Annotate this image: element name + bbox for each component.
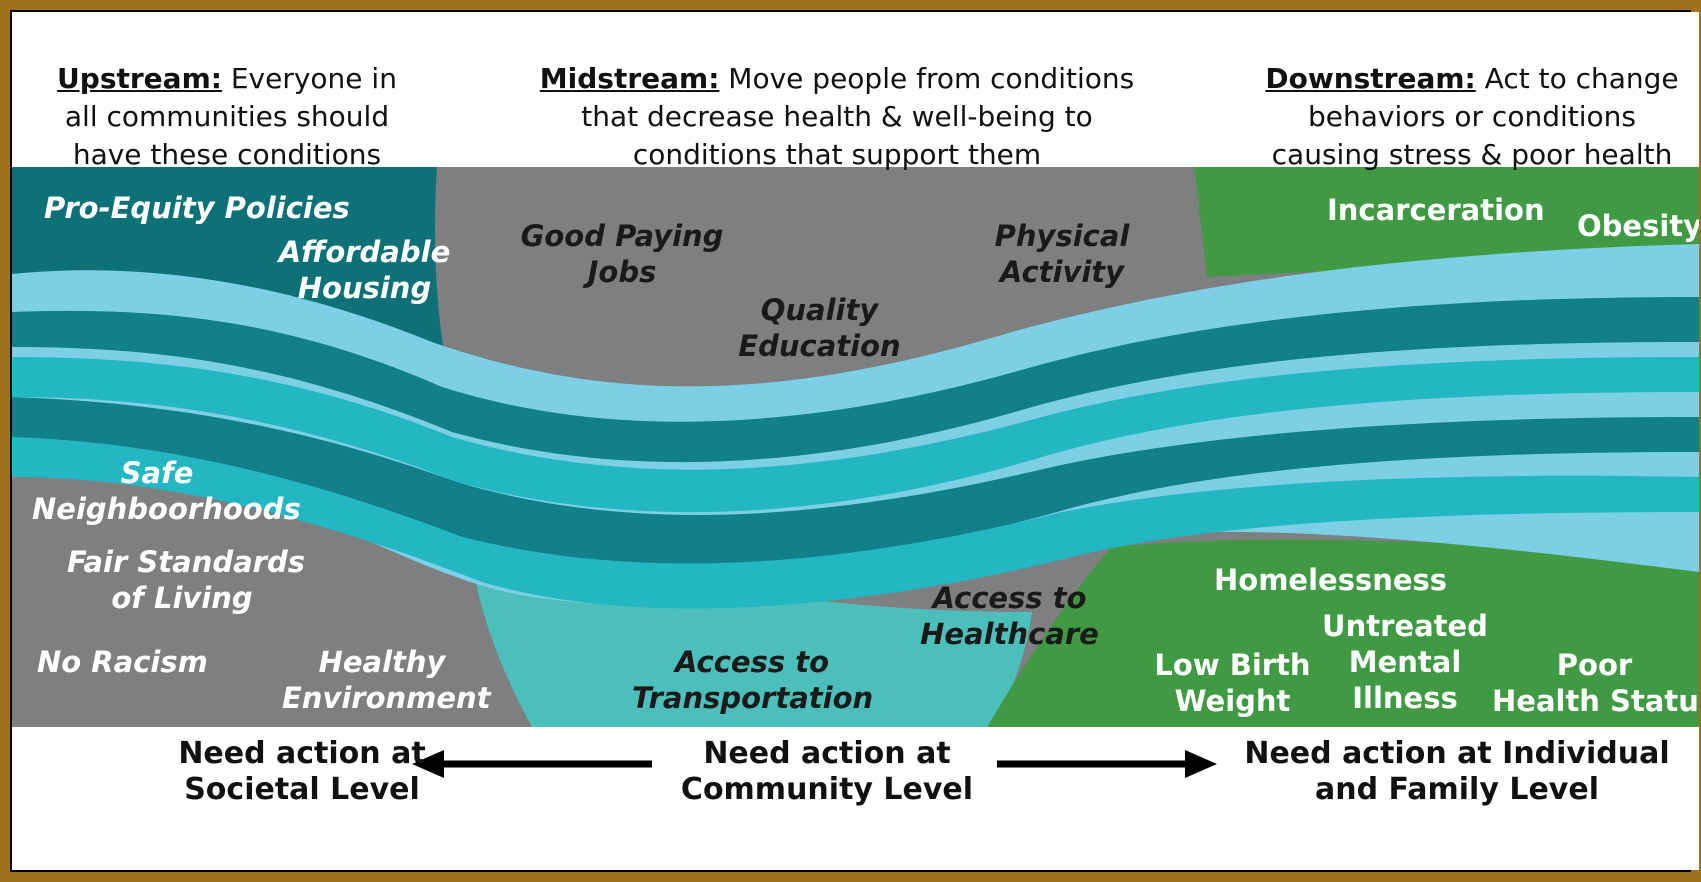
label-line: Mental <box>1348 645 1462 679</box>
label-healthy-environment: Healthy Environment <box>282 644 491 716</box>
label-line: Quality <box>760 293 879 327</box>
label-line: Illness <box>1352 681 1458 715</box>
label-homelessness: Homelessness <box>1214 563 1448 597</box>
upstream-header: Upstream: Everyone in all communities sh… <box>47 60 407 174</box>
river-band-mid-1 <box>12 357 1699 513</box>
label-untreated-mental-illness: Untreated Mental Illness <box>1320 608 1490 716</box>
midstream-line3: conditions that support them <box>632 138 1042 171</box>
label-line: Good Paying <box>520 219 724 253</box>
arrow-right-icon <box>1185 750 1217 778</box>
label-line: of Living <box>111 581 253 615</box>
footer-societal-level: Need action at Societal Level <box>167 736 437 808</box>
river-band-dark-2 <box>12 397 1699 565</box>
label-line: Healthcare <box>920 617 1099 651</box>
downstream-header: Downstream: Act to change behaviors or c… <box>1257 60 1687 174</box>
label-line: Environment <box>282 681 491 715</box>
river-diagram <box>12 12 1699 870</box>
diagram-canvas: Upstream: Everyone in all communities sh… <box>12 12 1699 870</box>
downstream-key: Downstream: <box>1265 62 1476 95</box>
label-line: Transportation <box>632 681 874 715</box>
label-low-birth-weight: Low Birth Weight <box>1150 647 1315 719</box>
label-fair-standards: Fair Standards of Living <box>67 544 306 616</box>
footer-line: and Family Level <box>1315 772 1599 807</box>
label-no-racism: No Racism <box>37 645 208 679</box>
downstream-green-lower-region <box>987 539 1699 727</box>
label-obesity: Obesity <box>1577 209 1699 243</box>
downstream-line2: behaviors or conditions <box>1308 100 1636 133</box>
label-quality-education: Quality Education <box>732 292 907 364</box>
footer-line: Need action at <box>703 736 951 771</box>
label-line: Weight <box>1174 684 1291 718</box>
label-affordable-housing: Affordable Housing <box>277 234 452 306</box>
label-pro-equity-policies: Pro-Equity Policies <box>44 191 350 225</box>
footer-community-level: Need action at Community Level <box>677 736 977 808</box>
footer-line: Need action at Individual <box>1244 736 1670 771</box>
label-line: Access to <box>674 645 829 679</box>
label-line: Jobs <box>587 255 657 289</box>
label-safe-neighborhoods: Safe Neighboorhoods <box>32 455 301 527</box>
river-band-dark-1 <box>12 297 1699 463</box>
midstream-line1: Move people from conditions <box>719 62 1135 95</box>
downstream-line3: causing stress & poor health <box>1271 138 1673 171</box>
upstream-line2: all communities should <box>64 100 390 133</box>
label-line: Physical <box>994 219 1130 253</box>
label-good-paying-jobs: Good Paying Jobs <box>517 218 727 290</box>
midstream-key: Midstream: <box>539 62 720 95</box>
midstream-header: Midstream: Move people from conditions t… <box>532 60 1142 174</box>
label-line: Safe <box>120 456 194 490</box>
label-line: Affordable <box>278 235 451 269</box>
upstream-key: Upstream: <box>57 62 222 95</box>
arrow-left-icon <box>412 750 444 778</box>
footer-individual-level: Need action at Individual and Family Lev… <box>1242 736 1672 808</box>
downstream-line1: Act to change <box>1475 62 1679 95</box>
label-line: Untreated <box>1322 609 1488 643</box>
label-line: Education <box>738 329 901 363</box>
label-line: Neighboorhoods <box>32 492 301 526</box>
upstream-line1: Everyone in <box>221 62 397 95</box>
label-line: Housing <box>297 271 432 305</box>
label-access-healthcare: Access to Healthcare <box>912 580 1107 652</box>
label-line: Poor <box>1556 648 1633 682</box>
label-line: Health Status <box>1492 684 1699 718</box>
label-poor-health-status: Poor Health Status <box>1492 647 1699 719</box>
label-line: Healthy <box>318 645 446 679</box>
label-physical-activity: Physical Activity <box>977 218 1147 290</box>
upstream-line3: have these conditions <box>72 138 382 171</box>
label-line: Activity <box>999 255 1125 289</box>
label-line: Fair Standards <box>67 545 306 579</box>
footer-line: Need action at <box>178 736 426 771</box>
label-incarceration: Incarceration <box>1327 193 1545 227</box>
label-line: Access to <box>932 581 1087 615</box>
footer-line: Community Level <box>680 772 974 807</box>
river-band-mid-2 <box>12 437 1699 609</box>
midstream-line2: that decrease health & well-being to <box>581 100 1093 133</box>
label-line: Low Birth <box>1154 648 1311 682</box>
label-access-transportation: Access to Transportation <box>632 644 874 716</box>
footer-line: Societal Level <box>184 772 420 807</box>
